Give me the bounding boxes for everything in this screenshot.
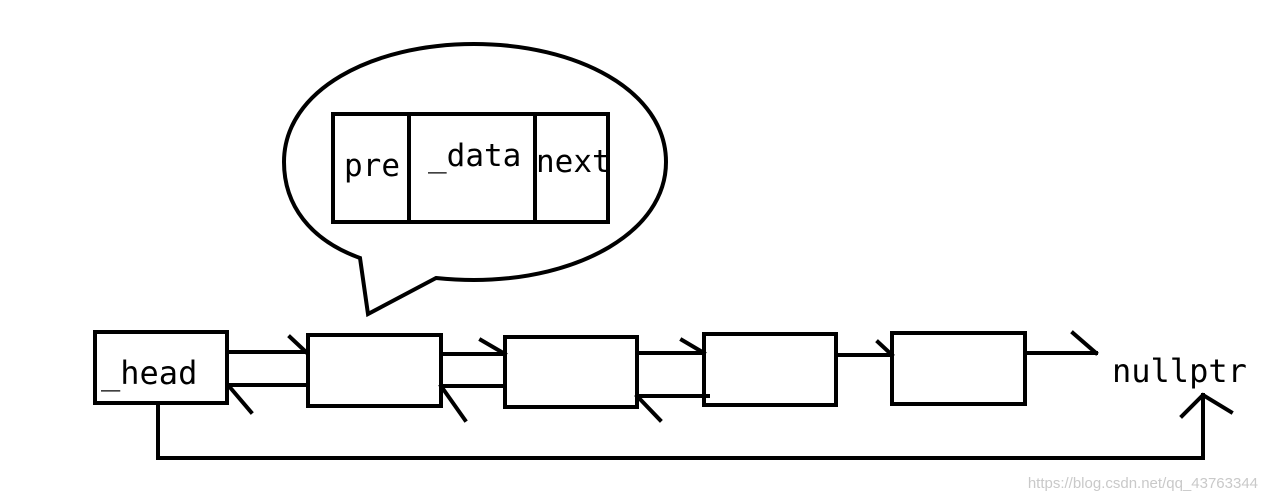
head-node: _head	[93, 330, 229, 405]
head-node-label: _head	[101, 354, 197, 392]
pre-arrow-node1-to-head	[225, 382, 308, 415]
callout-bubble	[281, 41, 669, 318]
list-node-2	[503, 335, 639, 409]
next-arrow-head-to-node1	[225, 334, 309, 355]
field-label-data: _data	[428, 138, 521, 174]
next-arrow-node1-to-node2	[439, 337, 508, 357]
field-label-pre: pre	[344, 148, 400, 184]
pre-arrow-node2-to-node1	[438, 383, 507, 423]
list-node-1	[306, 333, 443, 408]
node-structure-callout: pre _data next	[281, 41, 669, 318]
field-box-next	[533, 112, 610, 224]
next-links	[225, 330, 1099, 358]
field-label-next: next	[536, 144, 611, 180]
next-arrow-node2-to-node3	[635, 337, 707, 356]
next-arrow-node3-to-node4	[834, 339, 895, 358]
pre-arrow-node3-to-node2	[634, 393, 710, 423]
list-node-3	[702, 332, 838, 407]
head-to-nullptr-path	[156, 392, 1234, 460]
watermark: https://blog.csdn.net/qq_43763344	[1028, 475, 1258, 492]
pre-links	[225, 382, 710, 423]
head-node-box	[93, 330, 229, 405]
list-node-4	[890, 331, 1027, 406]
nullptr-label: nullptr	[1112, 352, 1247, 390]
next-arrow-node4-to-nullptr	[1023, 330, 1099, 356]
